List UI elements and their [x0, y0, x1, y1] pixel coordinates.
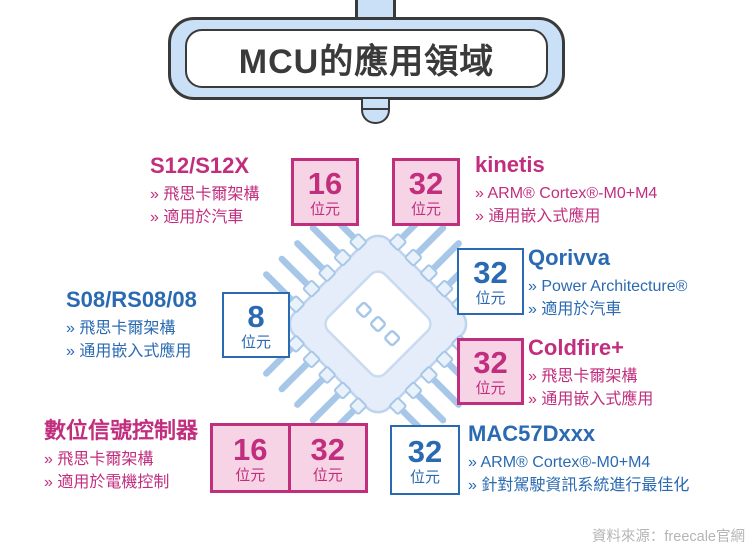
group-qorivva: Qorivva Power Architecture® 適用於汽車 — [528, 245, 687, 321]
group-bullet: Power Architecture® — [528, 275, 687, 298]
group-bullet: 適用於汽車 — [528, 298, 687, 321]
bit-width-box-qorivva-32: 32 位元 — [457, 248, 524, 315]
bit-width-value: 8 — [247, 298, 265, 334]
bit-width-box-dsc: 16 位元 32 位元 — [210, 423, 368, 493]
bit-width-box-dsc-32: 32 位元 — [291, 426, 366, 490]
bit-width-unit: 位元 — [309, 200, 340, 218]
bit-width-value: 16 — [233, 431, 268, 467]
banner-mount-knob — [361, 99, 390, 124]
bit-width-unit: 位元 — [409, 468, 440, 486]
bit-width-unit: 位元 — [475, 290, 506, 307]
group-bullet: 通用嵌入式應用 — [66, 340, 197, 363]
bit-width-box-s08-8: 8 位元 — [222, 292, 290, 358]
group-title: S08/RS08/08 — [66, 287, 197, 312]
bit-width-value: 32 — [407, 433, 443, 469]
group-bullet: 飛思卡爾架構 — [66, 317, 197, 340]
group-bullet: ARM® Cortex®-M0+M4 — [475, 182, 657, 205]
group-bullet: ARM® Cortex®-M0+M4 — [468, 451, 689, 474]
group-bullet: 針對駕駛資訊系統進行最佳化 — [468, 474, 689, 497]
bit-width-box-s12-16: 16 位元 — [291, 158, 359, 226]
group-dsc: 數位信號控制器 飛思卡爾架構 適用於電機控制 — [44, 418, 199, 494]
bit-width-unit: 位元 — [240, 333, 271, 351]
group-bullet: 飛思卡爾架構 — [528, 365, 653, 388]
group-bullet: 適用於電機控制 — [44, 471, 198, 494]
group-mac57: MAC57Dxxx ARM® Cortex®-M0+M4 針對駕駛資訊系統進行最… — [468, 421, 689, 497]
group-s08: S08/RS08/08 飛思卡爾架構 通用嵌入式應用 — [66, 287, 197, 363]
group-coldfire: Coldfire+ 飛思卡爾架構 通用嵌入式應用 — [528, 335, 653, 411]
title-banner-plate: MCU的應用領域 — [185, 29, 548, 88]
group-title: S12/S12X — [150, 153, 250, 178]
group-title: 數位信號控制器 — [44, 418, 199, 443]
bit-width-unit: 位元 — [312, 466, 343, 484]
mcu-chip-illustration — [218, 164, 538, 484]
bit-width-value: 16 — [307, 165, 343, 201]
bit-width-box-dsc-16: 16 位元 — [213, 426, 291, 490]
bit-width-box-mac57-32: 32 位元 — [390, 425, 460, 495]
source-note: 資料來源：freecale官網 — [591, 529, 745, 545]
bit-width-value: 32 — [473, 345, 508, 380]
bit-width-unit: 位元 — [235, 466, 266, 484]
bit-width-box-coldfire-32: 32 位元 — [457, 338, 524, 405]
group-s12: S12/S12X 飛思卡爾架構 適用於汽車 — [150, 153, 259, 229]
group-title: kinetis — [475, 152, 545, 177]
bit-width-unit: 位元 — [410, 200, 441, 218]
banner-post-top — [355, 0, 396, 20]
bit-width-value: 32 — [473, 255, 508, 290]
title-banner: MCU的應用領域 — [168, 17, 565, 100]
group-title: Coldfire+ — [528, 335, 624, 360]
group-title: MAC57Dxxx — [468, 421, 596, 446]
chip-dots-icon — [355, 301, 401, 347]
group-bullet: 通用嵌入式應用 — [528, 388, 653, 411]
page-title: MCU的應用領域 — [238, 43, 495, 81]
bit-width-unit: 位元 — [475, 380, 506, 397]
bit-width-value: 32 — [408, 165, 444, 201]
group-bullet: 適用於汽車 — [150, 206, 259, 229]
bit-width-value: 32 — [310, 431, 345, 467]
bit-width-box-kinetis-32: 32 位元 — [392, 158, 460, 226]
group-kinetis: kinetis ARM® Cortex®-M0+M4 通用嵌入式應用 — [475, 152, 657, 228]
group-title: Qorivva — [528, 245, 610, 270]
group-bullet: 通用嵌入式應用 — [475, 205, 657, 228]
group-bullet: 飛思卡爾架構 — [150, 183, 259, 206]
group-bullet: 飛思卡爾架構 — [44, 448, 198, 471]
